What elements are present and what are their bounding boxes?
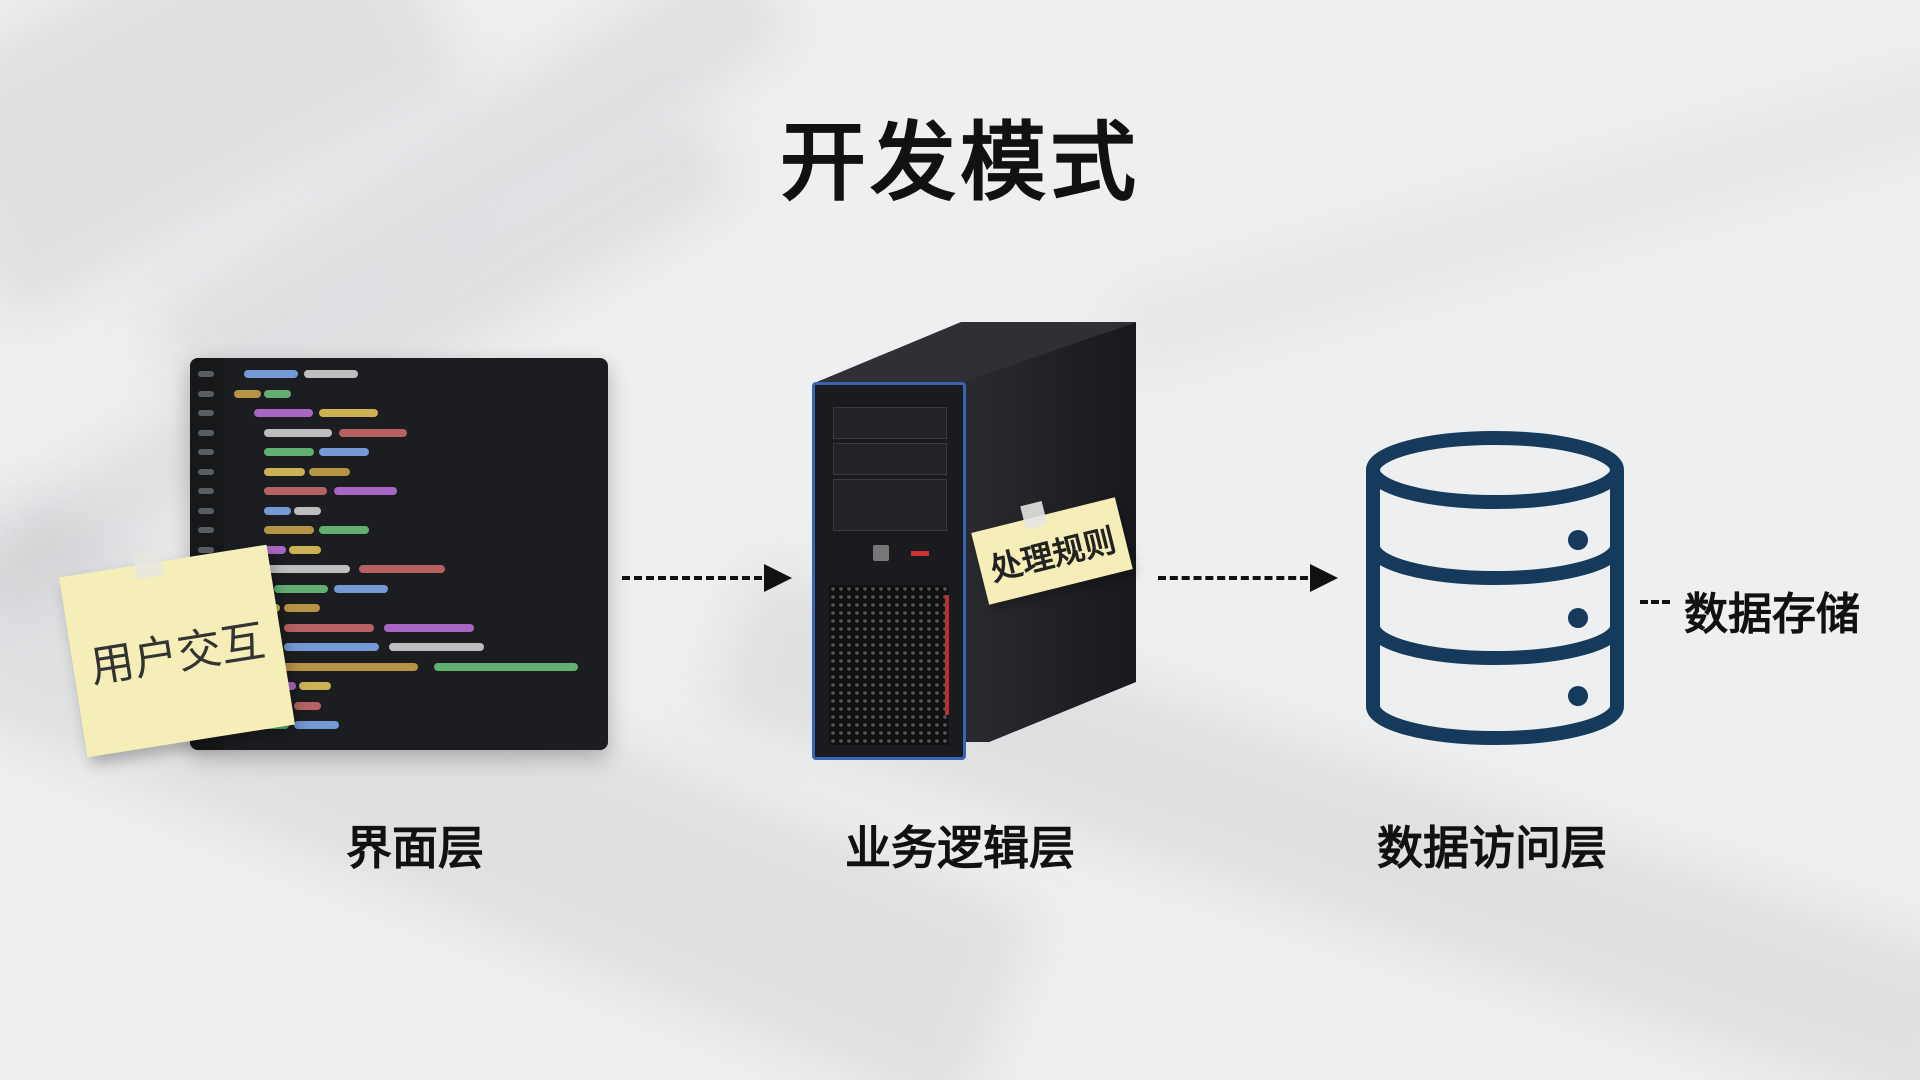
code-line: [254, 409, 313, 417]
page-title: 开发模式: [780, 113, 1140, 213]
code-line: [294, 721, 339, 729]
code-line: [299, 682, 331, 690]
code-line: [384, 623, 474, 632]
code-line: [434, 662, 578, 671]
code-line: [304, 370, 358, 378]
code-line: [309, 467, 350, 476]
line-number: [198, 390, 214, 397]
code-line: [234, 389, 261, 398]
data-storage-label: 数据存储: [1684, 589, 1860, 640]
tape-icon: [132, 549, 164, 580]
data-access-layer-label: 数据访问层: [1377, 821, 1607, 875]
code-line: [264, 448, 314, 456]
code-line: [319, 526, 369, 534]
code-line: [284, 643, 379, 651]
storage-connector: [1640, 600, 1670, 604]
code-line: [334, 584, 388, 593]
line-number: [198, 429, 214, 436]
line-number: [198, 371, 214, 377]
line-number: [198, 468, 214, 475]
arrow-ui-to-logic: [622, 564, 792, 592]
code-line: [389, 643, 484, 651]
business-logic-layer-label: 业务逻辑层: [845, 821, 1075, 875]
line-number: [198, 410, 214, 416]
code-line: [264, 389, 291, 398]
code-line: [359, 565, 445, 573]
line-number: [198, 507, 214, 514]
code-line: [334, 487, 397, 495]
code-line: [284, 623, 374, 632]
line-number: [198, 546, 214, 553]
code-line: [244, 370, 298, 378]
line-number: [198, 527, 214, 533]
code-line: [294, 506, 321, 515]
code-line: [319, 448, 369, 456]
code-line: [274, 662, 418, 671]
code-line: [264, 506, 291, 515]
code-line: [264, 565, 350, 573]
arrow-head-icon: [1310, 564, 1338, 592]
code-line: [274, 584, 328, 593]
arrow-head-icon: [764, 564, 792, 592]
arrow-logic-to-data: [1158, 564, 1338, 592]
code-line: [294, 701, 321, 710]
code-line: [289, 545, 321, 554]
code-line: [264, 428, 332, 437]
ui-layer-label: 界面层: [346, 821, 484, 875]
code-line: [319, 409, 378, 417]
line-number: [198, 449, 214, 455]
user-interaction-note-text: 用户交互: [86, 615, 269, 694]
code-line: [284, 604, 320, 612]
code-line: [254, 545, 286, 554]
code-line: [264, 487, 327, 495]
user-interaction-note: 用户交互: [59, 544, 295, 758]
code-line: [339, 428, 407, 437]
code-line: [264, 526, 314, 534]
line-number: [198, 488, 214, 494]
database-icon: [1366, 431, 1624, 745]
code-line: [264, 467, 305, 476]
